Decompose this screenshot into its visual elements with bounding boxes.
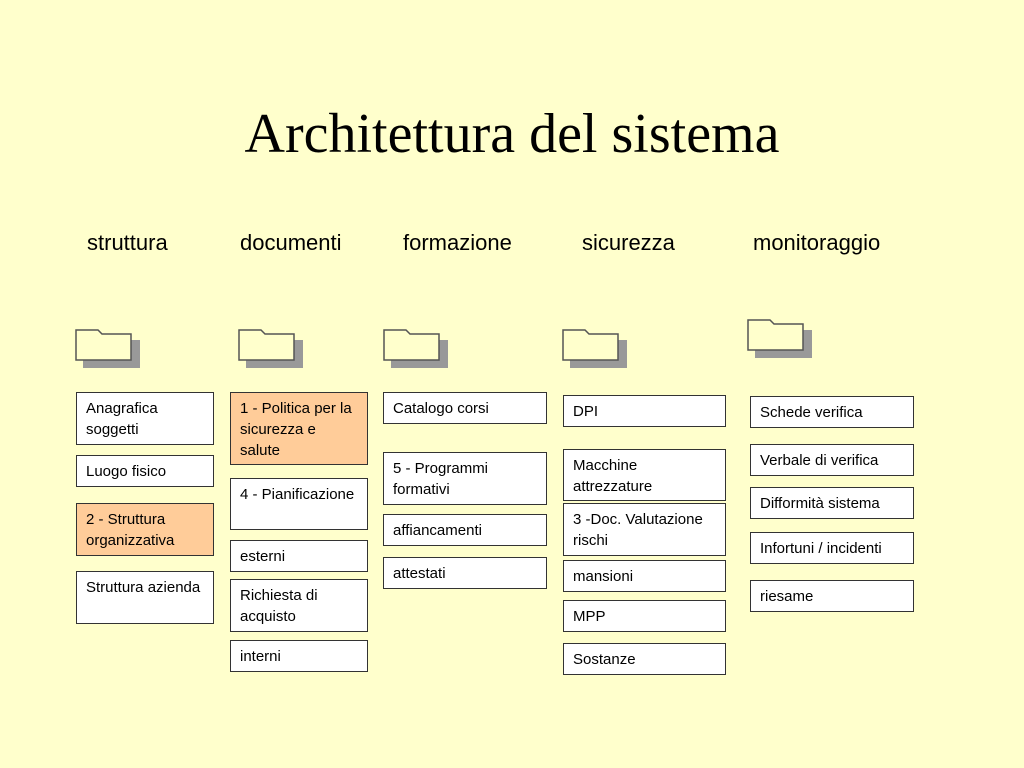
folder-icon [75, 329, 140, 368]
item-esterni[interactable]: esterni [230, 540, 368, 572]
item-richiesta-acquisto[interactable]: Richiesta di acquisto [230, 579, 368, 632]
item-struttura-azienda[interactable]: Struttura azienda [76, 571, 214, 624]
folder-icon [747, 319, 812, 358]
folder-icon [238, 329, 303, 368]
item-infortuni-incidenti[interactable]: Infortuni / incidenti [750, 532, 914, 564]
column-header-struttura: struttura [87, 230, 168, 255]
item-valutazione-rischi[interactable]: 3 -Doc. Valutazione rischi [563, 503, 726, 556]
item-difformita-sistema[interactable]: Difformità sistema [750, 487, 914, 519]
item-verbale-verifica[interactable]: Verbale di verifica [750, 444, 914, 476]
item-interni[interactable]: interni [230, 640, 368, 672]
item-luogo-fisico[interactable]: Luogo fisico [76, 455, 214, 487]
item-affiancamenti[interactable]: affiancamenti [383, 514, 547, 546]
item-macchine-attrezzature[interactable]: Macchine attrezzature [563, 449, 726, 501]
item-riesame[interactable]: riesame [750, 580, 914, 612]
folder-icon [383, 329, 448, 368]
item-anagrafica-soggetti[interactable]: Anagrafica soggetti [76, 392, 214, 445]
item-programmi-formativi[interactable]: 5 - Programmi formativi [383, 452, 547, 505]
column-header-monitoraggio: monitoraggio [753, 230, 881, 255]
item-dpi[interactable]: DPI [563, 395, 726, 427]
slide-title: Architettura del sistema [244, 103, 780, 165]
item-schede-verifica[interactable]: Schede verifica [750, 396, 914, 428]
item-attestati[interactable]: attestati [383, 557, 547, 589]
column-header-documenti: documenti [240, 230, 342, 255]
item-politica-sicurezza[interactable]: 1 - Politica per la sicurezza e salute [230, 392, 368, 465]
folder-icon [562, 329, 627, 368]
item-sostanze[interactable]: Sostanze [563, 643, 726, 675]
item-mansioni[interactable]: mansioni [563, 560, 726, 592]
column-header-formazione: formazione [403, 230, 512, 255]
item-mpp[interactable]: MPP [563, 600, 726, 632]
item-catalogo-corsi[interactable]: Catalogo corsi [383, 392, 547, 424]
column-header-sicurezza: sicurezza [582, 230, 675, 255]
item-pianificazione[interactable]: 4 - Pianificazione [230, 478, 368, 530]
item-struttura-organizzativa[interactable]: 2 - Struttura organizzativa [76, 503, 214, 556]
